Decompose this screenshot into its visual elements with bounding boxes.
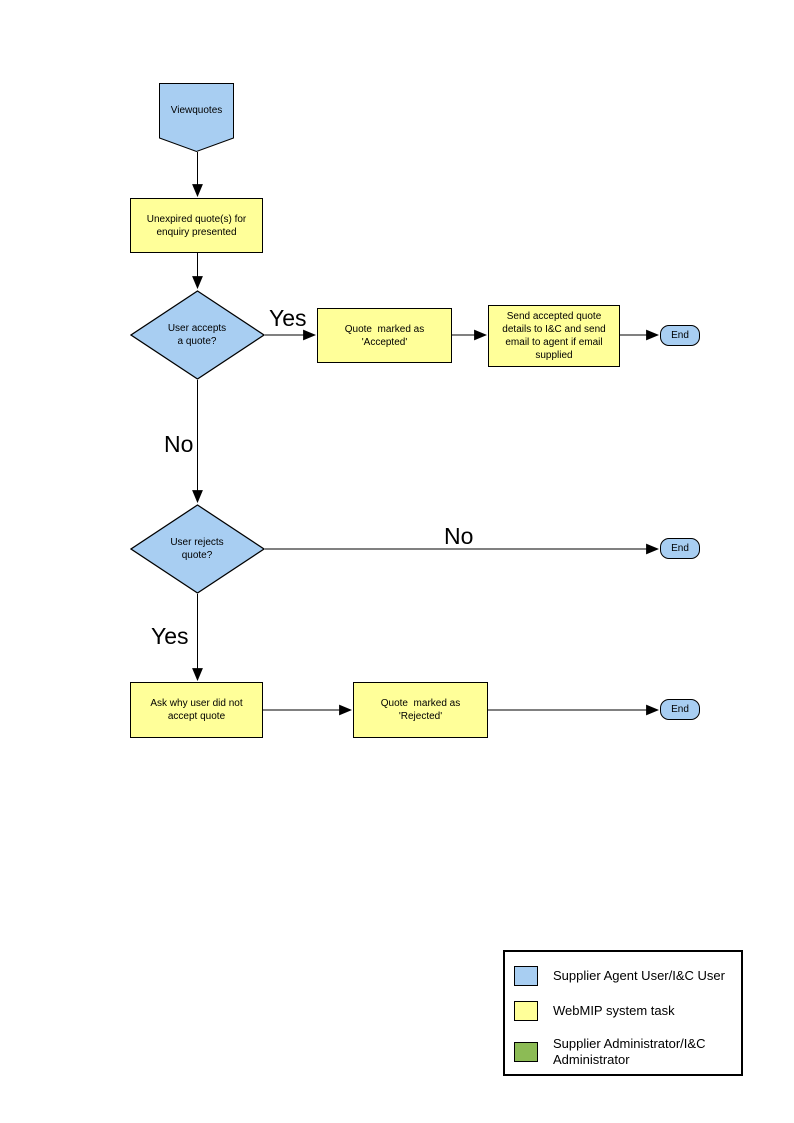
edge-label-no-2: No bbox=[444, 523, 474, 549]
node-end-2-label: End bbox=[671, 543, 689, 554]
legend-item-webmip-task: WebMIP system task bbox=[514, 1001, 735, 1021]
edge-label-yes-2: Yes bbox=[151, 623, 189, 649]
node-send-details: Send accepted quote details to I&C and s… bbox=[488, 305, 620, 367]
legend-swatch-supplier-admin bbox=[514, 1042, 538, 1062]
node-send-details-label: Send accepted quote details to I&C and s… bbox=[502, 311, 609, 361]
legend-label-supplier-agent: Supplier Agent User/I&C User bbox=[553, 968, 725, 983]
node-user-rejects-decision: User rejects quote? bbox=[130, 504, 265, 594]
node-quote-rejected: Quote marked as 'Rejected' bbox=[353, 682, 488, 738]
legend-item-supplier-admin: Supplier Administrator/I&C Administrator bbox=[514, 1036, 735, 1068]
node-quote-rejected-label: Quote marked as 'Rejected' bbox=[380, 698, 464, 722]
legend-swatch-webmip-task bbox=[514, 1001, 538, 1021]
legend: Supplier Agent User/I&C User WebMIP syst… bbox=[503, 950, 743, 1076]
legend-item-supplier-agent: Supplier Agent User/I&C User bbox=[514, 966, 735, 986]
node-ask-why: Ask why user did not accept quote bbox=[130, 682, 263, 738]
node-unexpired-quotes: Unexpired quote(s) for enquiry presented bbox=[130, 198, 263, 253]
node-user-accepts-label: User accepts a quote? bbox=[167, 323, 229, 347]
node-end-3: End bbox=[660, 699, 700, 720]
legend-label-supplier-admin: Supplier Administrator/I&C Administrator bbox=[553, 1036, 706, 1067]
node-end-1: End bbox=[660, 325, 700, 346]
node-quote-accepted-label: Quote marked as 'Accepted' bbox=[344, 323, 428, 348]
node-end-3-label: End bbox=[671, 704, 689, 715]
legend-label-webmip-task: WebMIP system task bbox=[553, 1003, 675, 1018]
node-viewquotes-label: Viewquotes bbox=[170, 105, 223, 116]
diamond-shape bbox=[130, 504, 265, 594]
pentagon-shape bbox=[159, 83, 234, 153]
edge-label-no-1: No bbox=[164, 431, 194, 457]
legend-swatch-supplier-agent bbox=[514, 966, 538, 986]
node-user-accepts-decision: User accepts a quote? bbox=[130, 290, 265, 380]
node-ask-why-label: Ask why user did not accept quote bbox=[150, 698, 246, 722]
node-unexpired-quotes-label: Unexpired quote(s) for enquiry presented bbox=[146, 213, 250, 238]
edge-label-yes-1: Yes bbox=[269, 305, 307, 331]
node-viewquotes: Viewquotes bbox=[159, 83, 234, 153]
diamond-shape bbox=[130, 290, 265, 380]
node-end-1-label: End bbox=[671, 330, 689, 341]
node-quote-accepted: Quote marked as 'Accepted' bbox=[317, 308, 452, 363]
node-end-2: End bbox=[660, 538, 700, 559]
node-user-rejects-label: User rejects quote? bbox=[170, 537, 227, 561]
